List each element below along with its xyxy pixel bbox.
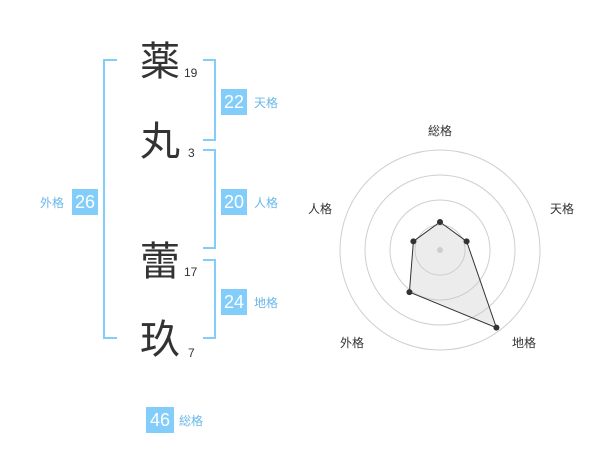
gaikaku-value: 26	[72, 189, 98, 215]
axis-label-soukaku: 総格	[428, 123, 452, 138]
radar-point	[406, 289, 413, 296]
stroke-count-4: 7	[188, 346, 195, 360]
chikaku-bracket	[203, 259, 216, 339]
radar-ring	[339, 149, 541, 351]
jinkaku-label: 人格	[254, 196, 279, 210]
soukaku-label: 総格	[179, 414, 204, 428]
gaikaku-bracket	[103, 59, 117, 339]
chikaku-value: 24	[221, 289, 247, 315]
name-char-3: 蕾	[140, 239, 180, 285]
tenkaku-label: 天格	[254, 96, 279, 110]
jinkaku-value: 20	[221, 189, 247, 215]
axis-label-chikaku: 地格	[512, 335, 536, 350]
gaikaku-label: 外格	[40, 196, 65, 210]
name-char-4: 玖	[140, 317, 180, 363]
tenkaku-bracket	[203, 59, 216, 141]
radar-area	[408, 221, 498, 329]
radar-ring	[389, 199, 491, 301]
axis-label-tenkaku: 天格	[550, 201, 574, 216]
radar-center	[437, 247, 443, 253]
name-char-1: 薬	[140, 39, 180, 85]
axis-label-jinkaku: 人格	[308, 201, 332, 216]
jinkaku-bracket	[203, 149, 216, 249]
stroke-count-2: 3	[188, 146, 195, 160]
stroke-count-1: 19	[184, 66, 198, 80]
radar-point	[437, 219, 443, 225]
chikaku-label: 地格	[254, 296, 279, 310]
radar-point	[463, 238, 470, 245]
radar-grid	[339, 149, 541, 351]
stroke-count-3: 17	[184, 265, 198, 279]
radar-point	[493, 324, 500, 331]
axis-label-gaikaku: 外格	[340, 335, 364, 350]
tenkaku-value: 22	[221, 89, 247, 115]
radar-ring	[364, 174, 516, 326]
soukaku-value: 46	[146, 407, 174, 433]
radar-point	[410, 238, 417, 245]
name-char-2: 丸	[140, 119, 180, 165]
radar-points	[406, 219, 500, 331]
